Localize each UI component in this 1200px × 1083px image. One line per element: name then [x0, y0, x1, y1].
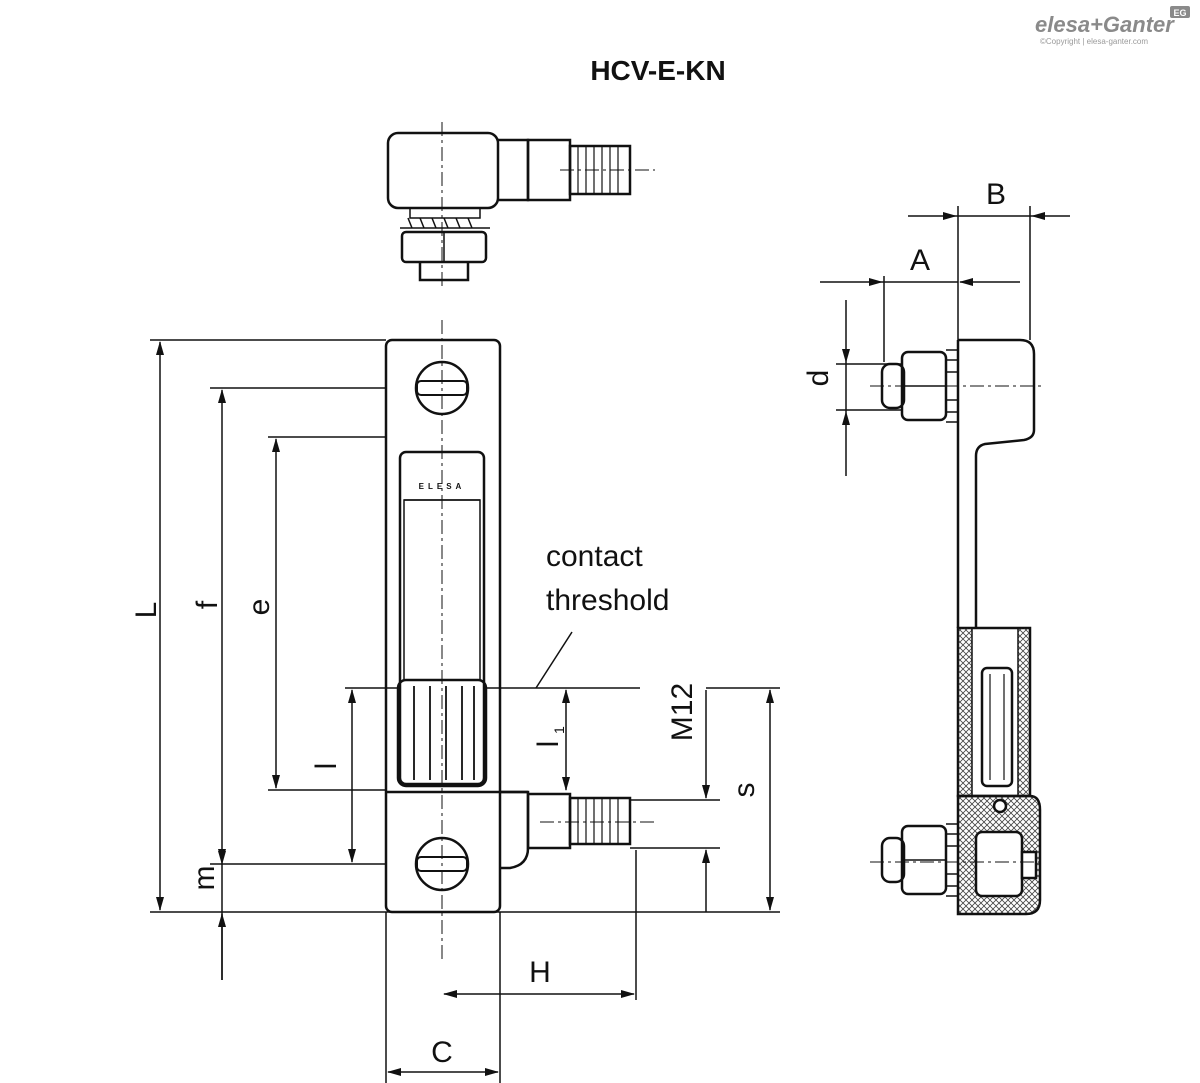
top-view	[386, 131, 632, 282]
dim-B: B	[986, 178, 1006, 211]
dim-e: e	[243, 599, 276, 616]
window-brand-label: ELESA	[419, 482, 466, 491]
dim-f: f	[191, 600, 224, 609]
dim-M12: M12	[666, 683, 699, 741]
dim-l1-main: l	[532, 741, 565, 748]
side-dimension-lines	[820, 206, 1070, 476]
dim-l1: l 1	[532, 726, 567, 747]
dim-L: L	[130, 602, 163, 619]
dim-s: s	[728, 783, 761, 798]
brand-badge-icon	[1170, 6, 1190, 18]
dim-d: d	[802, 370, 835, 387]
dim-m: m	[188, 866, 221, 891]
window-label: ELESA	[419, 482, 466, 491]
dim-l1-sub: 1	[551, 726, 567, 734]
front-dimension-labels: L f e l l 1 m M12 s H C contact threshol…	[130, 540, 761, 1069]
brand-logo: elesa+Ganter ©Copyright | elesa-ganter.c…	[1035, 6, 1190, 46]
drawing-title: HCV-E-KN	[590, 55, 725, 86]
front-view-centerlines	[441, 320, 655, 960]
brand-copyright: ©Copyright | elesa-ganter.com	[1040, 37, 1148, 46]
dim-C: C	[431, 1036, 453, 1069]
brand-badge: EG	[1173, 8, 1186, 18]
dim-H: H	[529, 956, 551, 989]
side-view	[880, 338, 1042, 916]
annotation-line-1: contact	[546, 540, 643, 573]
dim-l: l	[310, 763, 343, 770]
side-view-centerlines	[870, 385, 1045, 863]
side-dimension-labels: B A d	[802, 178, 1006, 386]
dim-A: A	[910, 244, 930, 277]
top-view-centerlines	[441, 122, 655, 290]
front-view	[384, 338, 632, 914]
brand-name: elesa+Ganter	[1035, 12, 1175, 37]
annotation-line-2: threshold	[546, 584, 669, 617]
front-dimension-lines	[150, 339, 780, 1083]
